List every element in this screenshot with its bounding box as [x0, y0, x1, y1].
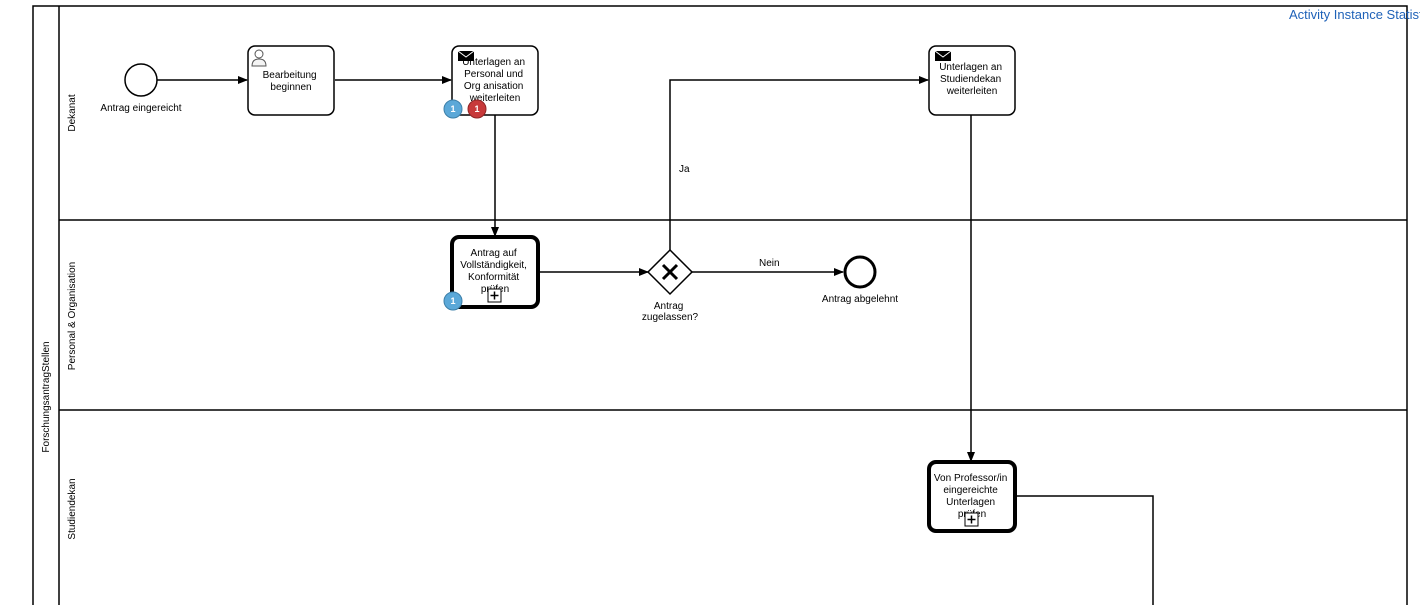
task-antrag-pruefen[interactable]: Antrag auf Vollständigkeit, Konformität …: [443, 235, 540, 311]
svg-text:Unterlagen an Personal u: Unterlagen an Personal und Org anisation…: [462, 57, 528, 104]
flow-label-yes: Ja: [679, 164, 690, 175]
lane-label: Dekanat: [67, 94, 78, 131]
task-label-line: weiterleiten: [946, 86, 998, 97]
sequence-flows: [157, 76, 1154, 605]
lane-studiendekan: Studiendekan: [67, 478, 78, 539]
task-label-line: Studiendekan: [940, 74, 1001, 85]
lane-label: Studiendekan: [67, 478, 78, 539]
task-label-line: eingereichte: [943, 485, 998, 496]
x-icon: [661, 263, 679, 281]
expand-subprocess-icon[interactable]: [964, 512, 979, 527]
task-label-line: Bearbeitung: [263, 70, 317, 81]
task-weiterleiten-studiendekan[interactable]: Unterlagen an Studiendekan weiterleiten: [928, 45, 1016, 116]
exclusive-gateway[interactable]: [646, 248, 694, 296]
task-label-line: Unterlagen an: [939, 62, 1002, 73]
flow-gateway-yes[interactable]: [669, 76, 929, 250]
svg-text:Antrag zugelassen?: Antrag zugelassen?: [642, 301, 699, 323]
lane-personal-organisation: Personal & Organisation: [59, 262, 1407, 411]
user-icon: [251, 49, 267, 67]
flow-label-no: Nein: [759, 258, 780, 269]
task-weiterleiten-personal[interactable]: Unterlagen an Personal und Org anisation…: [443, 45, 539, 119]
task-label-line: beginnen: [270, 82, 311, 93]
svg-text:1: 1: [450, 104, 455, 114]
end-event-label: Antrag abgelehnt: [822, 294, 898, 305]
lane-dekanat: Dekanat: [59, 94, 1407, 221]
task-label-line: Org anisation: [464, 81, 523, 92]
start-event-label: Antrag eingereicht: [100, 103, 181, 114]
pool: ForschungsantragStellen: [32, 5, 1408, 605]
svg-text:1: 1: [474, 104, 479, 114]
start-event[interactable]: [124, 63, 158, 97]
task-label-line: Vollständigkeit,: [460, 260, 527, 271]
instance-count-badge[interactable]: 1: [443, 99, 463, 119]
task-label-line: Unterlagen: [946, 497, 995, 508]
svg-text:Bearbeitung beginnen: Bearbeitung beginnen: [263, 70, 320, 93]
task-label-line: Antrag auf: [471, 248, 517, 259]
task-label-line: weiterleiten: [469, 93, 521, 104]
task-label-line: Von Professor/in: [934, 473, 1007, 484]
task-label-line: Unterlagen an: [462, 57, 525, 68]
pool-label: ForschungsantragStellen: [41, 341, 52, 452]
task-label-line: Konformität: [468, 272, 519, 283]
gateway-label-line: zugelassen?: [642, 312, 699, 323]
envelope-icon: [457, 50, 475, 61]
activity-instance-statistics-link[interactable]: Activity Instance Statistics: [1289, 7, 1420, 22]
svg-text:Unterlagen an Studiendek: Unterlagen an Studiendekan weiterleiten: [939, 62, 1005, 97]
expand-subprocess-icon[interactable]: [487, 288, 502, 303]
gateway-label-line: Antrag: [654, 301, 683, 312]
envelope-icon: [934, 50, 952, 61]
task-label-line: Personal und: [464, 69, 523, 80]
task-professor-unterlagen-pruefen[interactable]: Von Professor/in eingereichte Unterlagen…: [927, 460, 1017, 533]
end-event-rejected[interactable]: [843, 255, 877, 289]
flow-professor-out[interactable]: [1016, 495, 1154, 605]
instance-count-badge[interactable]: 1: [443, 291, 463, 311]
lane-label: Personal & Organisation: [67, 262, 78, 370]
incident-count-badge[interactable]: 1: [467, 99, 487, 119]
svg-text:1: 1: [450, 296, 455, 306]
task-bearbeitung-beginnen[interactable]: Bearbeitung beginnen: [247, 45, 335, 116]
